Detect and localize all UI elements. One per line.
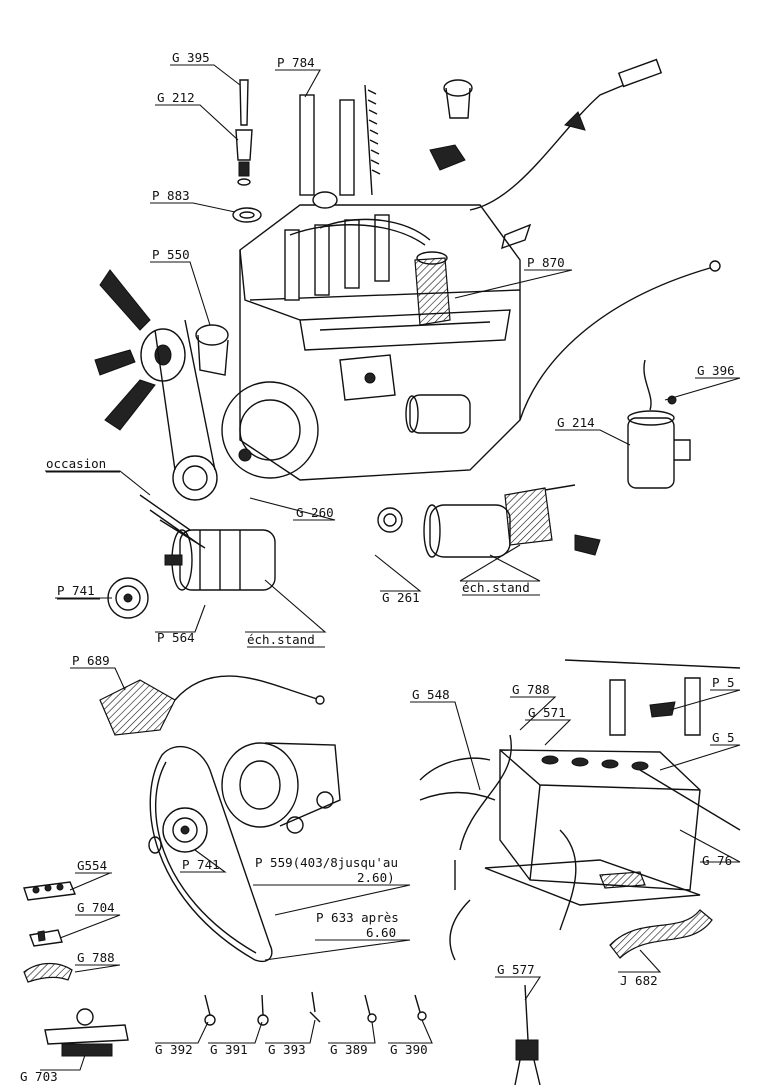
label-g214: G 214 bbox=[557, 415, 595, 430]
hose-j682-drawing bbox=[609, 909, 713, 959]
label-p689: P 689 bbox=[72, 653, 110, 668]
label-g390: G 390 bbox=[390, 1042, 428, 1057]
fan-belt-drawing bbox=[148, 745, 273, 962]
label-g391: G 391 bbox=[210, 1042, 248, 1057]
label-ech-stand-dynamo: éch.stand bbox=[247, 632, 315, 647]
label-g704: G 704 bbox=[77, 900, 115, 915]
label-p870: P 870 bbox=[527, 255, 565, 270]
pulley-drawing bbox=[107, 577, 149, 619]
label-p559-line2: 2.60) bbox=[357, 870, 395, 885]
regulator-drawing bbox=[99, 675, 325, 736]
label-p741-bottom: P 741 bbox=[182, 857, 220, 872]
label-p550: P 550 bbox=[152, 247, 190, 262]
terminal-block-g554-drawing bbox=[23, 881, 76, 901]
label-g577: G 577 bbox=[497, 962, 535, 977]
label-occasion: occasion bbox=[46, 456, 106, 471]
terminal-g393-drawing bbox=[309, 991, 321, 1023]
label-g5-cut: G 5 bbox=[712, 730, 735, 745]
label-p5-cut: P 5 bbox=[712, 675, 735, 690]
label-g76-cut: G 76 bbox=[702, 853, 732, 868]
label-underlines bbox=[46, 471, 540, 874]
pushrods-drawing bbox=[299, 84, 381, 196]
battery-compartment-drawing bbox=[419, 659, 741, 961]
label-g703: G 703 bbox=[20, 1069, 58, 1084]
switch-g703-drawing bbox=[44, 1008, 129, 1057]
thermostat-housing-drawing bbox=[429, 79, 532, 250]
dynamo-drawing-top bbox=[139, 494, 276, 591]
label-ech-stand-starter: éch.stand bbox=[462, 580, 530, 595]
generator-drawing-bottom bbox=[221, 742, 341, 834]
label-g389: G 389 bbox=[330, 1042, 368, 1057]
engine-block-drawing bbox=[94, 58, 721, 501]
starter-motor-drawing bbox=[377, 484, 601, 558]
label-p633-line1: P 633 après bbox=[316, 910, 399, 925]
label-g392: G 392 bbox=[155, 1042, 193, 1057]
ignition-coil-drawing bbox=[627, 359, 691, 489]
label-g788-top: G 788 bbox=[512, 682, 550, 697]
label-j682: J 682 bbox=[620, 973, 658, 988]
label-p741-top: P 741 bbox=[57, 583, 95, 598]
connector-g704-drawing bbox=[29, 929, 63, 947]
label-p883: P 883 bbox=[152, 188, 190, 203]
label-g393: G 393 bbox=[268, 1042, 306, 1057]
label-g261: G 261 bbox=[382, 590, 420, 605]
label-p784: P 784 bbox=[277, 55, 315, 70]
terminal-g390-drawing bbox=[414, 994, 427, 1021]
leader-lines bbox=[40, 64, 741, 1071]
terminal-g391-drawing bbox=[257, 994, 269, 1026]
clip-g788-drawing bbox=[23, 962, 73, 983]
label-g395: G 395 bbox=[172, 50, 210, 65]
label-g212: G 212 bbox=[157, 90, 195, 105]
label-g788-bottom: G 788 bbox=[77, 950, 115, 965]
label-p564: P 564 bbox=[157, 630, 195, 645]
label-g548: G 548 bbox=[412, 687, 450, 702]
label-g396: G 396 bbox=[697, 363, 735, 378]
spark-plug-drawing bbox=[235, 79, 253, 186]
label-p559-line1: P 559(403/8jusqu'au bbox=[255, 855, 398, 870]
label-g554: G554 bbox=[77, 858, 107, 873]
terminal-g389-drawing bbox=[364, 994, 377, 1023]
fuse-g577-drawing bbox=[514, 984, 541, 1086]
terminal-g392-drawing bbox=[204, 994, 216, 1026]
label-g571: G 571 bbox=[528, 705, 566, 720]
gasket-ring-drawing bbox=[232, 207, 262, 223]
label-g260: G 260 bbox=[296, 505, 334, 520]
label-p633-line2: 6.60 bbox=[366, 925, 396, 940]
